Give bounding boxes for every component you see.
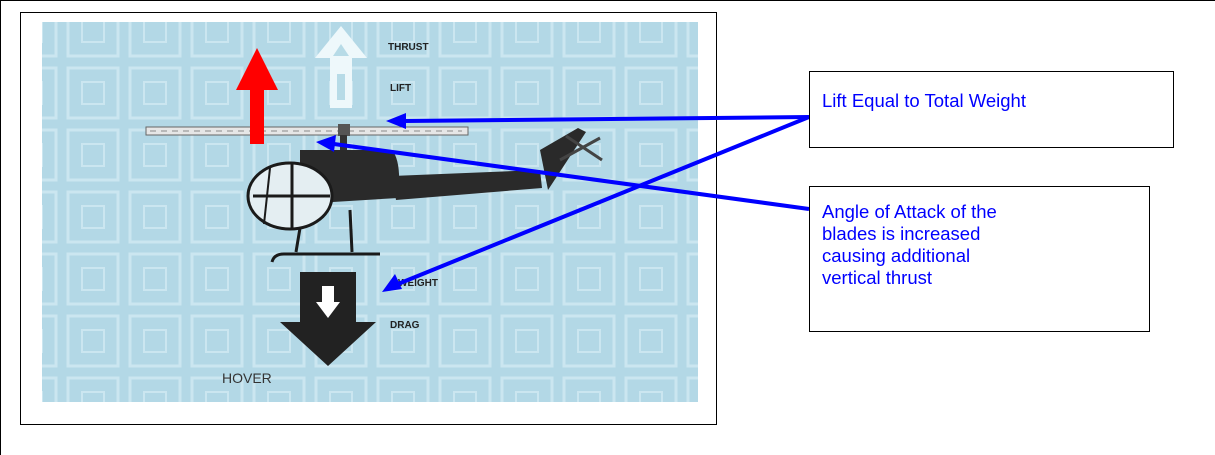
pointer-arrowhead-blade <box>316 135 336 152</box>
callout-aoa-line-2: blades is increased <box>822 223 981 244</box>
lift-label: LIFT <box>390 83 411 94</box>
weight-label: WEIGHT <box>398 278 438 289</box>
pointer-arrowhead-weight <box>382 274 402 292</box>
callout-angle-of-attack: Angle of Attack of the blades is increas… <box>809 186 1150 332</box>
pointer-arrowhead-rotor <box>386 113 406 129</box>
callout-aoa-line-3: causing additional <box>822 245 971 266</box>
callout-lift-equal-weight: Lift Equal to Total Weight <box>809 71 1174 148</box>
pointer-arrow-aoa-to-blade <box>333 142 810 211</box>
lift-arrow-icon <box>236 48 278 144</box>
pointer-arrow-lift-to-weight <box>397 115 810 286</box>
hover-label: HOVER <box>222 370 272 386</box>
pointer-arrow-lift-to-rotor <box>403 115 810 123</box>
weight-drag-arrow-icon <box>280 272 376 366</box>
thrust-lift-arrow-icon <box>315 26 367 108</box>
callout-aoa-line-1: Angle of Attack of the <box>822 201 997 222</box>
drag-label: DRAG <box>390 320 420 331</box>
callout-aoa-line-4: vertical thrust <box>822 267 933 288</box>
pointer-arrows <box>316 113 810 292</box>
helicopter-photo <box>42 22 698 402</box>
callout-lift-text: Lift Equal to Total Weight <box>822 90 1026 111</box>
thrust-label: THRUST <box>388 42 429 53</box>
